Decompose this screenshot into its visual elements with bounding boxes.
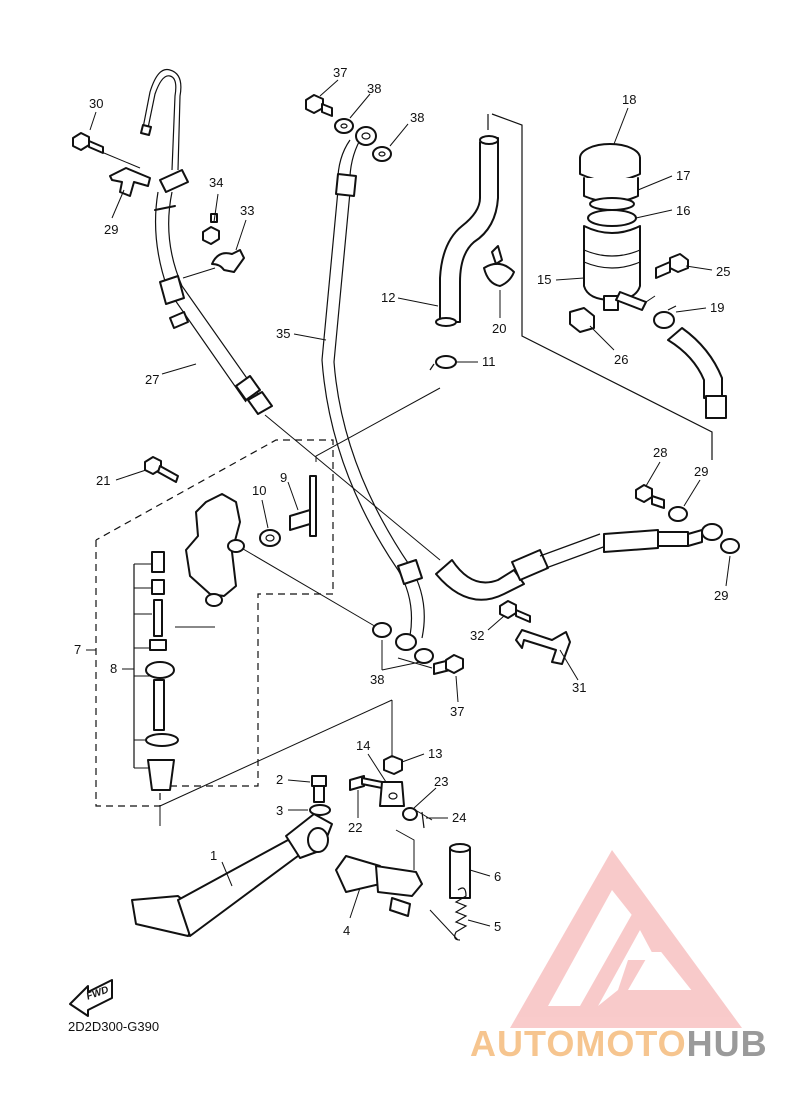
part-1-brake-pedal: [131, 813, 333, 937]
part-4-pedal-shaft: [335, 855, 423, 917]
group-outline-master-cylinder-assy: [95, 439, 334, 807]
part-13-nut: [383, 755, 403, 775]
part-24-cotter-pin: [421, 811, 425, 829]
callout-15: 15: [537, 272, 551, 287]
part-12-reservoir-hose: [435, 135, 499, 327]
group-outline-reservoir: [487, 113, 713, 460]
callout-38-top-b: 38: [410, 110, 424, 125]
part-27-brake-hose: [140, 68, 273, 415]
callout-18: 18: [622, 92, 636, 107]
part-29-washers: [668, 506, 740, 554]
part-14-clevis: [379, 781, 405, 807]
part-6-spring-holder: [449, 843, 471, 899]
part-33-bolt: [499, 600, 531, 623]
callout-26: 26: [614, 352, 628, 367]
callout-25: 25: [716, 264, 730, 279]
part-22-pin: [349, 775, 383, 791]
part-37-union-bolt-top: [305, 94, 333, 117]
fwd-arrow-icon: FWD: [69, 979, 113, 1017]
part-38-washers-top: [334, 118, 392, 162]
callout-29-a: 29: [694, 464, 708, 479]
callout-35: 34: [209, 175, 223, 190]
callout-28: 28: [653, 445, 667, 460]
callout-19: 19: [710, 300, 724, 315]
part-34-clamp: [211, 249, 245, 273]
part-17-diaphragm-plate: [589, 197, 635, 211]
callout-24: 24: [452, 810, 466, 825]
part-31-bolt: [72, 132, 104, 154]
part-18-reservoir-cap: [579, 143, 641, 203]
callout-14: 14: [356, 738, 370, 753]
part-35-bolt: [202, 213, 220, 245]
part-21-bolt: [144, 456, 179, 483]
callout-5: 5: [494, 919, 501, 934]
part-3-washer: [309, 804, 331, 816]
callout-6: 6: [494, 869, 501, 884]
part-23-washer: [402, 807, 418, 821]
callout-21: 21: [96, 473, 110, 488]
part-11-clip: [429, 355, 457, 371]
part-2-bolt: [311, 775, 327, 803]
callout-10: 10: [252, 483, 266, 498]
part-reservoir-lower-hose: [667, 327, 727, 419]
callout-2: 2: [276, 772, 283, 787]
part-32-bracket: [515, 629, 571, 665]
watermark-text-part1: AUTOMOTO: [470, 1023, 687, 1064]
callout-32: 31: [572, 680, 586, 695]
part-15-reservoir-tank: [583, 225, 647, 311]
callout-31: 30: [89, 96, 103, 111]
part-rear-brake-hose: [435, 523, 723, 601]
part-28-bolt: [635, 484, 665, 509]
diagram-code: 2D2D300-G390: [68, 1019, 159, 1034]
callout-38-lower: 38: [370, 672, 384, 687]
part-master-cylinder-body: [185, 493, 245, 607]
callout-23: 23: [434, 774, 448, 789]
watermark-text-part2: HUB: [687, 1023, 768, 1064]
callout-13: 13: [428, 746, 442, 761]
leader-lines: [103, 152, 656, 941]
part-37-union-bolt-lower: [433, 654, 464, 675]
callout-37-lower: 37: [450, 704, 464, 719]
callout-12: 12: [381, 290, 395, 305]
part-25-bolt: [655, 253, 689, 279]
callout-1: 1: [210, 848, 217, 863]
callout-16: 16: [676, 203, 690, 218]
callout-9: 9: [280, 470, 287, 485]
callout-8: 8: [110, 661, 117, 676]
callout-37-top: 37: [333, 65, 347, 80]
callout-30: 29: [104, 222, 118, 237]
callout-29-b: 29: [714, 588, 728, 603]
watermark-logo: [510, 850, 742, 1028]
part-16-diaphragm: [587, 209, 637, 227]
callout-36: 35: [276, 326, 290, 341]
part-36-brake-hose: [321, 139, 425, 651]
part-7-8-repair-kit: [133, 551, 179, 791]
part-5-return-spring: [454, 887, 468, 941]
watermark-text: AUTOMOTOHUB: [470, 1023, 768, 1064]
part-20-clamp: [483, 245, 515, 287]
callout-7: 7: [74, 642, 81, 657]
callout-11: 11: [482, 354, 496, 369]
part-26-nut: [569, 307, 595, 333]
part-38-washers-lower: [372, 622, 434, 664]
callout-17: 17: [676, 168, 690, 183]
callout-33: 32: [470, 628, 484, 643]
callouts: 30 29 34 33 27 37 38 38 35 12 20 11 1: [74, 65, 731, 938]
part-30-bracket: [109, 167, 151, 197]
callout-3: 3: [276, 803, 283, 818]
callout-22: 22: [348, 820, 362, 835]
part-19-hose-clip: [653, 305, 677, 329]
callout-4: 4: [343, 923, 350, 938]
callout-27: 27: [145, 372, 159, 387]
callout-20: 20: [492, 321, 506, 336]
callout-38-top-a: 38: [367, 81, 381, 96]
part-10-grommet: [259, 529, 281, 547]
callout-34: 33: [240, 203, 254, 218]
part-9-joint: [289, 475, 317, 537]
